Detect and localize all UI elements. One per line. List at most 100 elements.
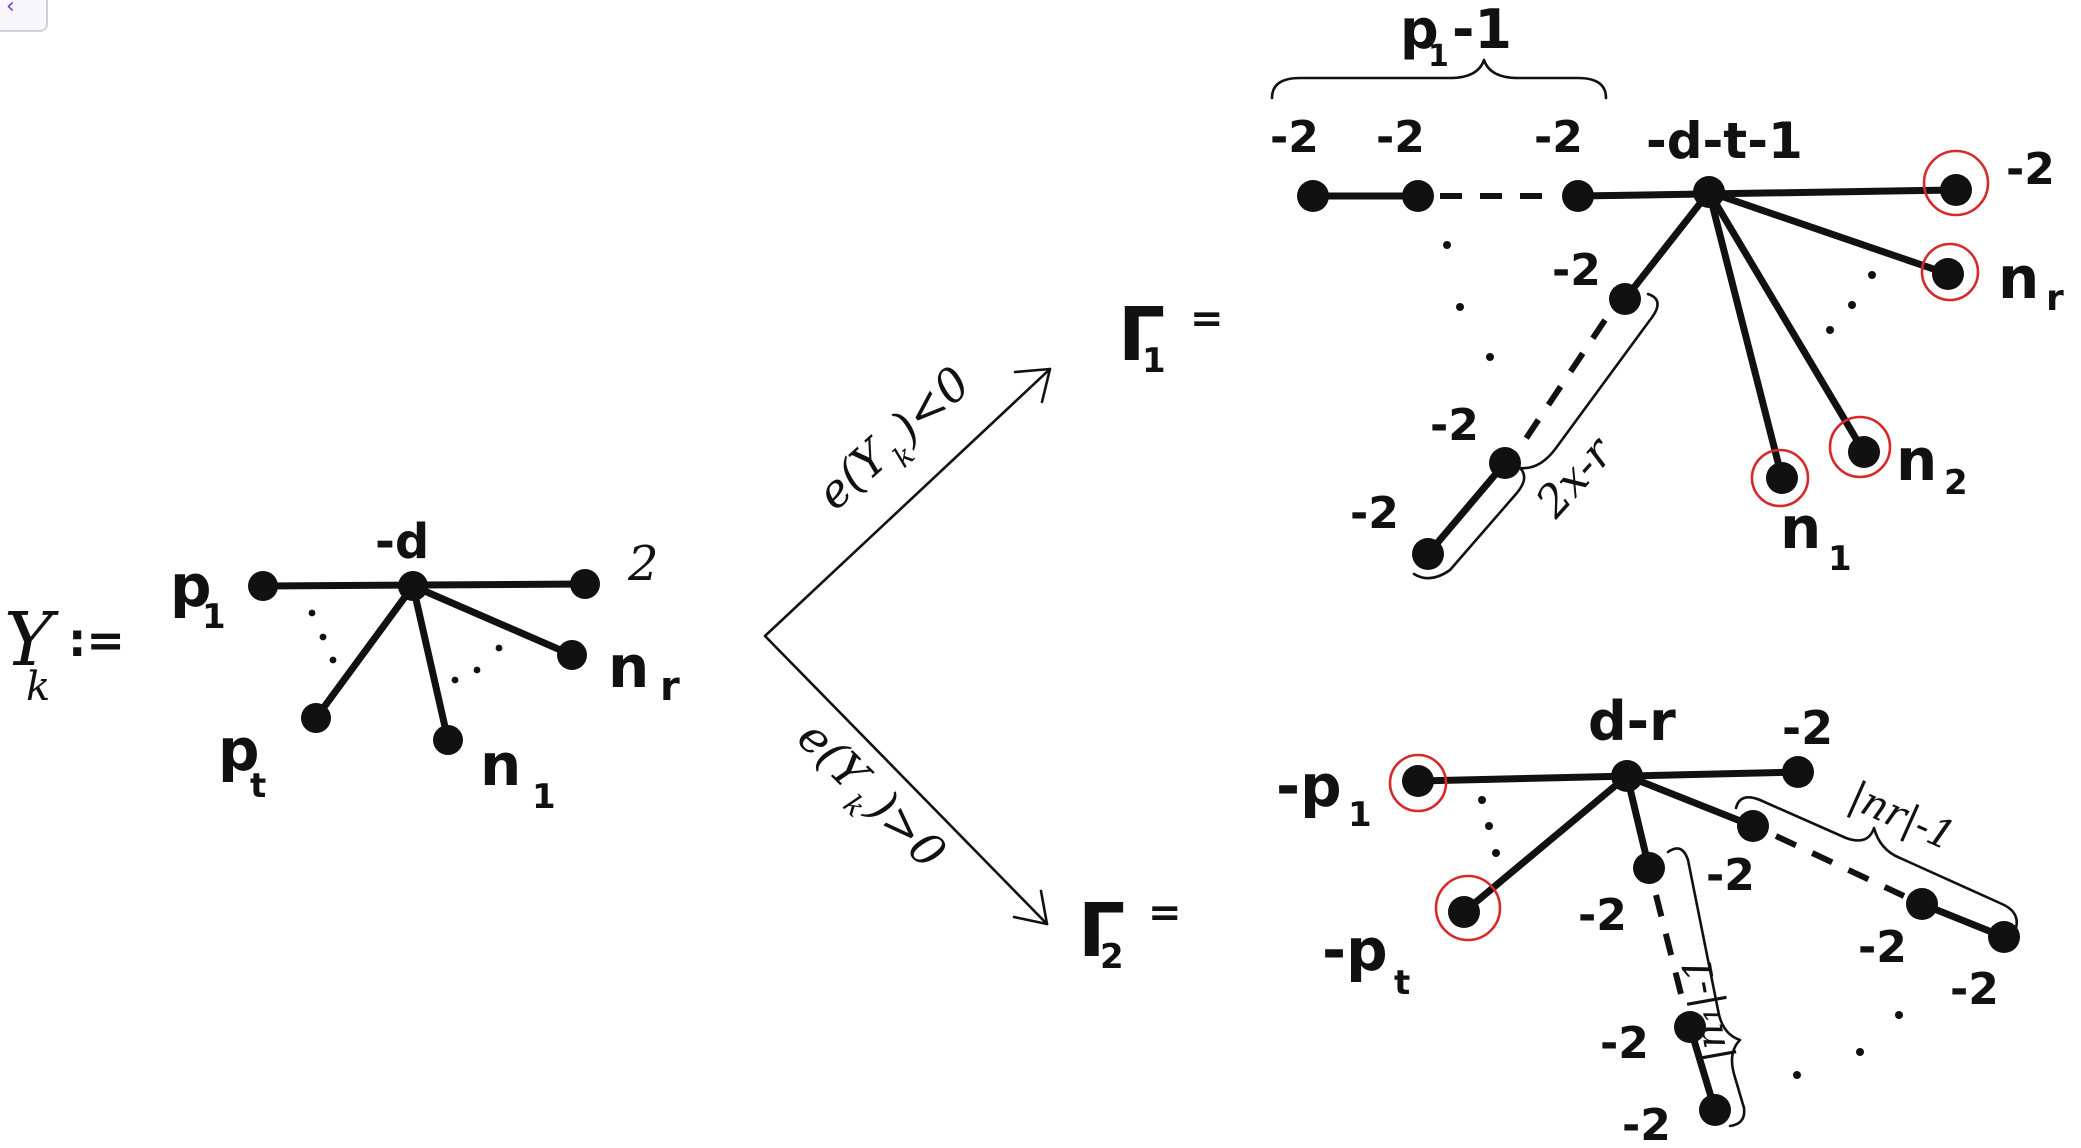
gamma2-main-edge bbox=[1414, 768, 1802, 785]
edge-to-nr bbox=[409, 582, 576, 659]
gamma1-node-diag-3 bbox=[1412, 538, 1444, 570]
label-two: 2 bbox=[627, 536, 659, 592]
ellipsis-dot bbox=[1868, 271, 1876, 279]
gamma2-edge-nr bbox=[1623, 772, 1757, 830]
arrow-upper-text: e(Y bbox=[806, 426, 902, 520]
gamma2-p1-sub: 1 bbox=[1348, 795, 1372, 835]
label-pt: p bbox=[218, 716, 260, 784]
gamma2-nr-brace-label: |nr|-1 bbox=[1842, 773, 1962, 860]
arrow-lower-text: e(Y bbox=[787, 710, 882, 805]
ellipsis-dot bbox=[1793, 1071, 1801, 1079]
label-nr-sub: r bbox=[660, 664, 680, 710]
ellipsis-dot bbox=[1443, 241, 1451, 249]
gamma2-node-nr-2 bbox=[1906, 888, 1938, 920]
node-p1 bbox=[248, 571, 278, 601]
node-nr bbox=[557, 640, 587, 670]
gamma1-nr-sub: r bbox=[2046, 278, 2064, 319]
gamma1-n2-label: n bbox=[1896, 426, 1937, 494]
gamma1-name-sub: 1 bbox=[1142, 341, 1166, 381]
gamma1-n1-sub: 1 bbox=[1828, 539, 1852, 579]
arrow-upper-relation: )<0 bbox=[880, 356, 981, 454]
gamma2-node-pt bbox=[1448, 896, 1480, 928]
gamma2-nr-weight-1: -2 bbox=[1706, 850, 1755, 901]
gamma1-brace-label-sub: 1 bbox=[1428, 39, 1449, 74]
arrow-lower-relation: )>0 bbox=[857, 780, 957, 880]
gamma2-nr-dashed bbox=[1774, 833, 1906, 899]
gamma2-n1-brace bbox=[1666, 847, 1746, 1128]
gamma1-node-chain-1 bbox=[1297, 180, 1329, 212]
gamma2-node-center bbox=[1611, 760, 1643, 792]
gamma2-node-right bbox=[1782, 756, 1814, 788]
corner-tab[interactable]: ‹ bbox=[0, 0, 48, 32]
gamma2-n1-weight-3: -2 bbox=[1622, 1100, 1671, 1148]
gamma2-center-weight: d-r bbox=[1588, 690, 1676, 753]
gamma1-node-center bbox=[1693, 176, 1725, 208]
gamma2-highlight-p1 bbox=[1388, 753, 1448, 813]
definition-lhs-sub: k bbox=[26, 664, 50, 710]
gamma2-node-nr-3 bbox=[1988, 921, 2020, 953]
gamma2-nr-brace bbox=[1734, 796, 2018, 930]
ellipsis-dot bbox=[1848, 301, 1856, 309]
gamma2-node-n1-3 bbox=[1699, 1094, 1731, 1126]
gamma1-diag-brace bbox=[1412, 292, 1659, 580]
arrow-lower-label: e(Y k )>0 bbox=[787, 710, 957, 880]
edge-to-n1 bbox=[409, 582, 452, 744]
ellipsis-dot bbox=[1492, 849, 1500, 857]
gamma1-node-n2 bbox=[1848, 436, 1880, 468]
gamma1-highlight-right bbox=[1922, 149, 1990, 217]
node-two bbox=[570, 569, 600, 599]
ellipsis-dot bbox=[1485, 822, 1493, 830]
gamma2-n1-weight-1: -2 bbox=[1578, 890, 1627, 941]
gamma1-highlight-n1 bbox=[1750, 448, 1810, 508]
gamma2-graph: Γ 2 = d-r -2 -p 1 -p t -2 bbox=[1078, 690, 2020, 1148]
center-weight: -d bbox=[375, 514, 429, 570]
ellipsis-dot bbox=[495, 644, 503, 652]
ellipsis-dot bbox=[1895, 1011, 1903, 1019]
arrow-lower bbox=[763, 634, 1049, 926]
gamma1-node-right bbox=[1940, 174, 1972, 206]
gamma1-diag-dashed bbox=[1514, 318, 1608, 454]
definition-assign: := bbox=[68, 613, 125, 667]
gamma1-center-weight: -d-t-1 bbox=[1646, 112, 1803, 170]
gamma1-diag-weight-3: -2 bbox=[1350, 488, 1399, 539]
arrow-upper bbox=[763, 367, 1052, 638]
gamma1-n2-sub: 2 bbox=[1944, 463, 1968, 503]
gamma1-n1-label: n bbox=[1780, 494, 1821, 562]
gamma1-node-diag-1 bbox=[1609, 283, 1641, 315]
gamma1-chain-weight-3: -2 bbox=[1534, 112, 1583, 163]
label-nr: n bbox=[608, 633, 649, 701]
gamma2-p1-label: -p bbox=[1276, 752, 1342, 820]
gamma1-graph: Γ 1 = p 1 -1 -2 bbox=[1118, 0, 2064, 580]
arrow-lower-head bbox=[1012, 889, 1049, 926]
ellipsis-dot bbox=[1478, 796, 1486, 804]
gamma1-chain-weight-1: -2 bbox=[1270, 112, 1319, 163]
gamma1-nr-label: n bbox=[1998, 244, 2039, 312]
ellipsis-dot bbox=[1456, 303, 1464, 311]
label-n1-sub: 1 bbox=[532, 777, 556, 817]
gamma1-brace-label: p bbox=[1400, 0, 1439, 61]
gamma1-node-diag-2 bbox=[1489, 447, 1521, 479]
gamma1-node-n1 bbox=[1766, 462, 1798, 494]
gamma1-name: Γ bbox=[1118, 292, 1165, 378]
edge-to-pt bbox=[312, 582, 417, 722]
ellipsis-dot bbox=[473, 666, 481, 674]
gamma2-highlight-pt bbox=[1434, 874, 1502, 942]
chevron-left-icon: ‹ bbox=[6, 0, 15, 19]
arrow-upper-label: e(Y k )<0 bbox=[806, 356, 981, 520]
label-p1: p bbox=[170, 552, 212, 620]
gamma1-diag-weight-2: -2 bbox=[1430, 400, 1479, 451]
gamma2-node-p1 bbox=[1402, 765, 1434, 797]
gamma1-node-nr bbox=[1932, 258, 1964, 290]
gamma1-highlight-n2 bbox=[1828, 415, 1892, 479]
node-center bbox=[398, 571, 428, 601]
ellipsis-dot bbox=[319, 633, 327, 641]
node-pt bbox=[301, 703, 331, 733]
gamma2-n1-dashed bbox=[1653, 894, 1688, 1011]
gamma2-node-n1-1 bbox=[1633, 852, 1665, 884]
gamma1-chain-weight-2: -2 bbox=[1376, 112, 1425, 163]
left-graph: -d p 1 2 p t n 1 n r bbox=[170, 514, 680, 817]
gamma1-edge-n1 bbox=[1705, 188, 1786, 482]
gamma1-brace-label-suffix: -1 bbox=[1452, 0, 1512, 61]
ellipsis-dot bbox=[1856, 1048, 1864, 1056]
